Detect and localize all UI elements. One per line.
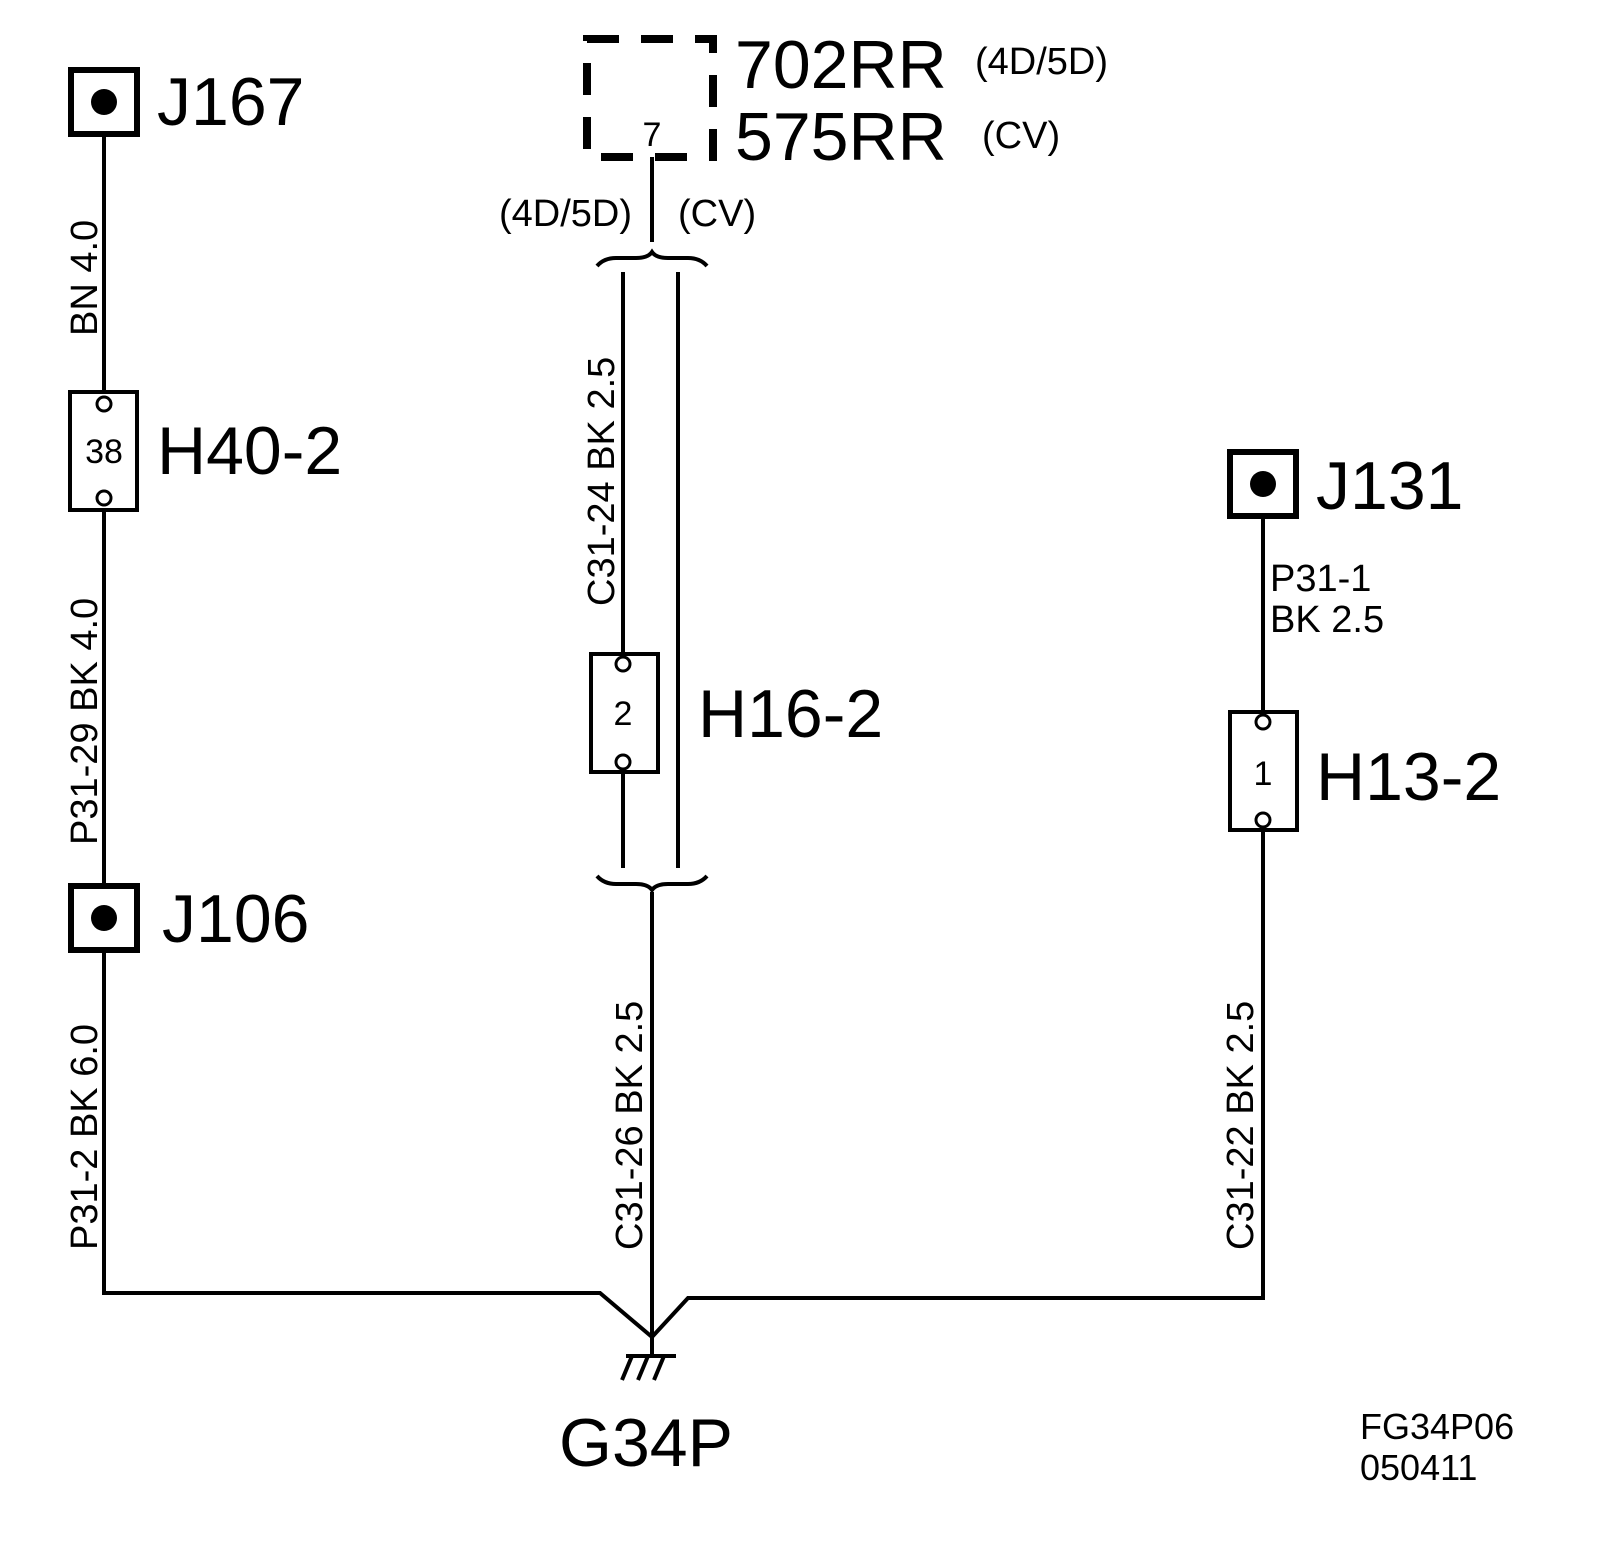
- component-pin-number: 7: [643, 116, 662, 154]
- component-label-702rr: 702RR: [735, 27, 947, 103]
- splice-j167[interactable]: J167: [68, 64, 304, 140]
- connector-pin-number: 2: [614, 695, 633, 733]
- splice-label: J131: [1316, 448, 1463, 524]
- connector-h13-2[interactable]: 1 H13-2: [1228, 710, 1501, 832]
- pin-hole-top: [1254, 713, 1272, 731]
- pin-hole-bottom: [1254, 811, 1272, 829]
- splice-j131[interactable]: J131: [1227, 448, 1463, 524]
- left-branch: J167 38 H40-2 J106 BN 4.0 P31-29 BK 4.0 …: [64, 64, 654, 1339]
- wire-label-j131-h13-spec: BK 2.5: [1270, 599, 1384, 641]
- wire-label-j167-h40: BN 4.0: [64, 220, 106, 336]
- connector-label: H13-2: [1316, 739, 1501, 815]
- branch-brace-bottom: [595, 874, 709, 894]
- ground-hatch: [620, 1355, 634, 1381]
- component-variant-4d5d: (4D/5D): [975, 41, 1108, 83]
- connector-box: [1228, 710, 1299, 832]
- figure-code: FG34P06: [1360, 1406, 1514, 1447]
- wire-h13-ground: [650, 830, 1265, 1339]
- pin-hole-bottom: [95, 489, 113, 507]
- connector-pin-number: 1: [1254, 755, 1273, 793]
- wire-label-h16-ground: C31-26 BK 2.5: [609, 1001, 651, 1250]
- ground-hatch: [652, 1355, 666, 1381]
- branch-brace-top: [595, 248, 709, 268]
- wire-label-h13-ground: C31-22 BK 2.5: [1220, 1001, 1262, 1250]
- connector-box: [589, 652, 660, 774]
- splice-dot: [91, 905, 117, 931]
- component-label-575rr: 575RR: [735, 99, 947, 175]
- wire-label-component-h16: C31-24 BK 2.5: [581, 357, 623, 606]
- figure-reference: FG34P06 050411: [1360, 1406, 1514, 1488]
- splice-dot: [91, 89, 117, 115]
- component-702rr-575rr[interactable]: 7 702RR (4D/5D) 575RR (CV): [583, 27, 1108, 175]
- wire-label-j106-ground: P31-2 BK 6.0: [64, 1024, 106, 1250]
- ground-label: G34P: [559, 1405, 733, 1481]
- connector-label: H40-2: [157, 413, 342, 489]
- ground-g34p[interactable]: G34P: [559, 1337, 733, 1481]
- pin-hole-bottom: [614, 753, 632, 771]
- connector-h40-2[interactable]: 38 H40-2: [68, 390, 342, 512]
- component-variant-cv: (CV): [982, 115, 1060, 157]
- splice-j106[interactable]: J106: [68, 881, 309, 957]
- right-branch: J131 P31-1 BK 2.5 1 H13-2 C31-22 BK 2.5: [650, 448, 1501, 1339]
- wire-j106-ground: [102, 950, 654, 1339]
- connector-h16-2[interactable]: 2 H16-2: [589, 652, 883, 774]
- figure-date: 050411: [1360, 1447, 1477, 1488]
- ground-hatch: [636, 1355, 650, 1381]
- branch-label-4d5d: (4D/5D): [499, 193, 632, 235]
- pin-hole-top: [95, 395, 113, 413]
- component-dashed-box: [583, 35, 717, 161]
- wire-label-j131-h13-circuit: P31-1: [1270, 558, 1371, 600]
- splice-label: J106: [162, 881, 309, 957]
- center-branch: 7 702RR (4D/5D) 575RR (CV) (4D/5D) (CV) …: [499, 27, 1108, 1337]
- branch-label-cv: (CV): [678, 193, 756, 235]
- splice-box: [68, 67, 140, 137]
- connector-label: H16-2: [698, 676, 883, 752]
- connector-pin-number: 38: [85, 433, 123, 471]
- splice-dot: [1250, 471, 1276, 497]
- wire-label-h40-j106: P31-29 BK 4.0: [64, 598, 106, 845]
- pin-hole-top: [614, 655, 632, 673]
- splice-label: J167: [157, 64, 304, 140]
